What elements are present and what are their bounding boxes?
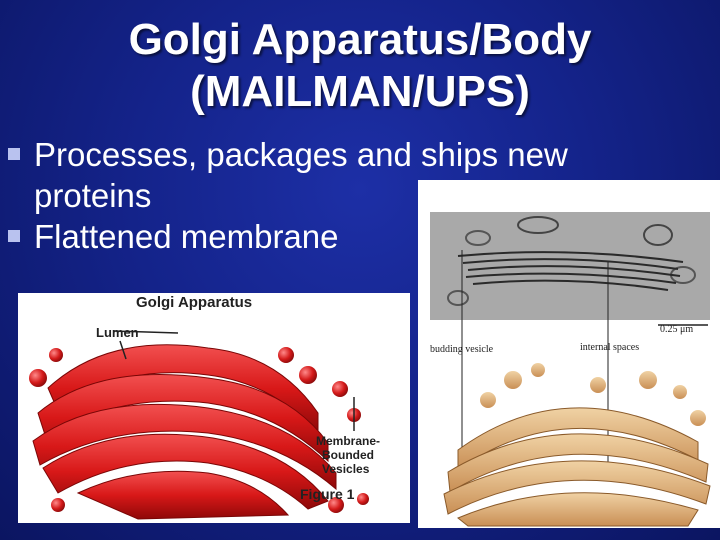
bullet-list: Processes, packages and ships new protei…	[6, 134, 666, 257]
title-line-1: Golgi Apparatus/Body	[128, 15, 592, 64]
figure-caption: Figure 1	[300, 486, 355, 502]
vesicles-label-line-3: Vesicles	[322, 462, 370, 476]
bullet-item: Flattened membrane	[6, 216, 666, 257]
vesicles-label-line-1: Membrane-	[316, 434, 380, 448]
golgi-micrograph-figure: 0.25 μm budding vesicle internal spaces	[418, 180, 720, 528]
lumen-label: Lumen	[96, 325, 139, 340]
bullet-text-line: Flattened membrane	[34, 218, 339, 255]
slide-title: Golgi Apparatus/Body (MAILMAN/UPS)	[40, 14, 680, 118]
bullet-text-line: Processes, packages and ships new	[34, 136, 568, 173]
internal-spaces-label: internal spaces	[580, 342, 639, 353]
bullet-text-line: proteins	[34, 177, 152, 214]
square-bullet-icon	[8, 148, 20, 160]
golgi-cisternae	[32, 344, 337, 520]
golgi-drawing: Golgi Apparatus Lumen Membrane- Bounded …	[29, 294, 380, 520]
bullet-item: Processes, packages and ships new protei…	[6, 134, 666, 216]
figure-title: Golgi Apparatus	[136, 294, 252, 311]
micrograph-drawing: 0.25 μm budding vesicle internal spaces	[430, 212, 711, 527]
scale-bar-label: 0.25 μm	[660, 324, 693, 335]
golgi-cutaway-drawing	[443, 363, 711, 527]
golgi-illustration: Golgi Apparatus Lumen Membrane- Bounded …	[18, 293, 410, 523]
square-bullet-icon	[8, 230, 20, 242]
title-line-2: (MAILMAN/UPS)	[190, 67, 530, 116]
vesicles-label-line-2: Bounded	[322, 448, 374, 462]
vesicles	[29, 347, 369, 513]
budding-vesicle-label: budding vesicle	[430, 344, 494, 355]
electron-micrograph	[430, 212, 710, 326]
